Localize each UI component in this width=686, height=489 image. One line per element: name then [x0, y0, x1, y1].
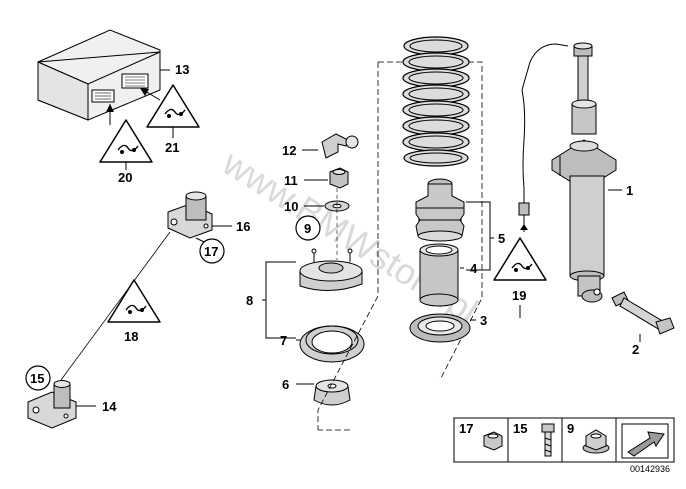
callout-14: 14 [102, 399, 117, 414]
arrow-icon [621, 423, 669, 459]
callout-11: 11 [284, 173, 298, 188]
height-sensor-lower [27, 380, 77, 429]
callout-2: 2 [632, 342, 639, 357]
bearing-ring [299, 325, 365, 363]
callout-8: 8 [246, 293, 253, 308]
arrow-head [140, 88, 149, 96]
legend-item-17: 17 [459, 421, 473, 436]
callout-5: 5 [498, 231, 505, 246]
callout-4: 4 [470, 261, 478, 276]
callout-17: 17 [204, 244, 218, 259]
shock-absorber [551, 42, 617, 303]
dust-tube [419, 243, 459, 307]
callout-7: 7 [280, 333, 287, 348]
legend-item-9: 9 [567, 421, 574, 436]
callout-6: 6 [282, 377, 289, 392]
cable-clip [321, 133, 359, 159]
control-unit [37, 29, 161, 121]
reference-number: 00142936 [630, 464, 670, 474]
flange-nut-icon [582, 429, 610, 454]
callout-18: 18 [124, 329, 138, 344]
callout-19: 19 [512, 288, 526, 303]
bump-stop-cup [313, 379, 351, 406]
callout-12: 12 [282, 143, 296, 158]
bolt [611, 291, 675, 335]
callout-circle [25, 365, 51, 391]
callout-20: 20 [118, 170, 132, 185]
height-sensor-upper [167, 191, 213, 239]
screw-icon [541, 423, 555, 457]
callout-21: 21 [165, 140, 179, 155]
warning-triangle-icon [107, 279, 161, 323]
callout-1: 1 [626, 183, 633, 198]
callout-circle [199, 238, 225, 264]
callout-13: 13 [175, 62, 189, 77]
nut-icon [483, 431, 503, 451]
bump-stop-bellows [415, 178, 465, 242]
sensor-wire [521, 43, 569, 210]
callout-10: 10 [284, 199, 298, 214]
leader-line [57, 231, 171, 385]
spring-seat [409, 313, 471, 343]
top-mount [299, 248, 363, 292]
callout-15: 15 [30, 371, 44, 386]
callout-circle [295, 215, 321, 241]
legend-item-15: 15 [513, 421, 527, 436]
callout-9: 9 [304, 221, 311, 236]
warning-triangle-icon [493, 237, 547, 281]
callout-3: 3 [480, 313, 487, 328]
warning-triangle-icon [99, 119, 153, 163]
arrow-head [106, 104, 114, 112]
nut [329, 167, 349, 189]
callout-16: 16 [236, 219, 250, 234]
sensor-connector [518, 202, 530, 216]
